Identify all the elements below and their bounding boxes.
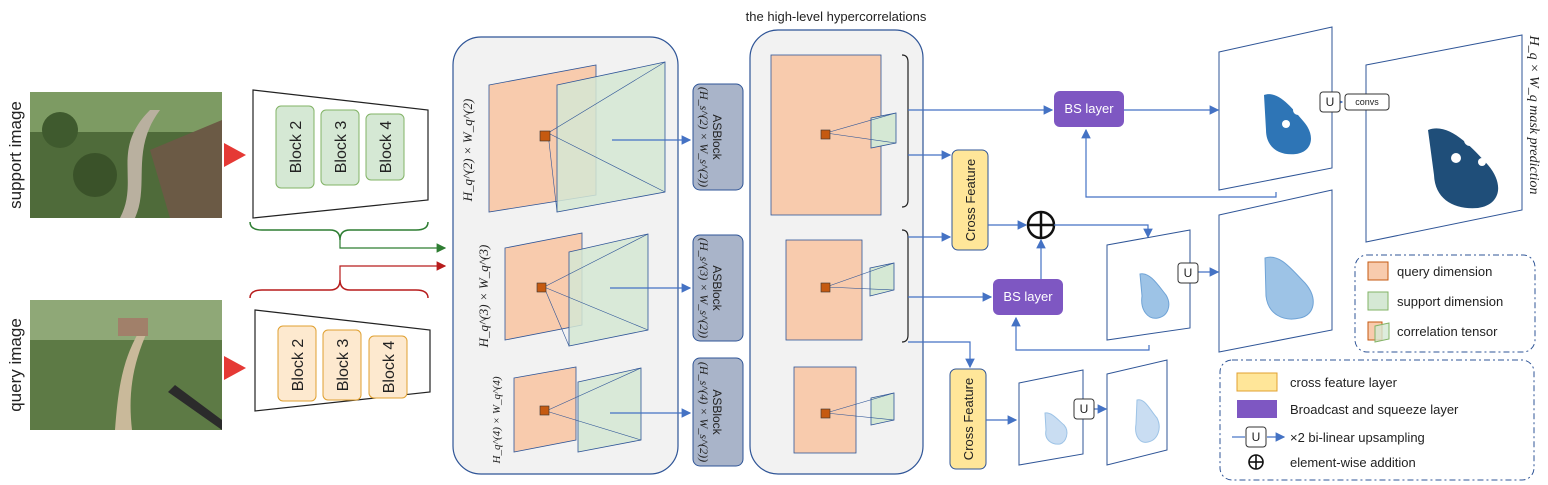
legend-correlation-item: correlation tensor (1367, 321, 1498, 343)
support-image (30, 92, 222, 218)
cross-feature-bottom[interactable]: Cross Feature (949, 368, 987, 470)
query-image (30, 300, 222, 430)
support-block-2: Block 2 (288, 121, 305, 174)
legend-top (1354, 254, 1536, 353)
support-image-label: support image (6, 101, 25, 209)
svg-text:Cross Feature: Cross Feature (961, 378, 976, 460)
legend-cross-feature-item: cross feature layer (1236, 372, 1398, 392)
dim-label-level-4: H_q^(4) × W_q^(4) (491, 376, 503, 464)
bracket-level-3 (901, 229, 909, 343)
svg-text:support dimension: support dimension (1397, 294, 1503, 309)
query-block-4: Block 4 (381, 341, 398, 394)
cross-feature-top[interactable]: Cross Feature (951, 149, 989, 251)
support-block-3: Block 3 (333, 121, 350, 174)
mask-panel-small (1018, 369, 1084, 466)
bs-layer-mid[interactable]: BS layer (993, 279, 1063, 315)
dim-label-level-2: H_q^(2) × W_q^(2) (460, 99, 475, 203)
svg-text:ASBlock: ASBlock (710, 114, 724, 160)
svg-text:ASBlock: ASBlock (710, 265, 724, 311)
svg-text:ASBlock: ASBlock (710, 389, 724, 435)
svg-text:cross feature layer: cross feature layer (1290, 375, 1398, 390)
upsample-icon-mid: U (1177, 262, 1199, 284)
mask-panel-level3 (1218, 189, 1333, 353)
svg-text:U: U (1184, 266, 1193, 280)
legend-bs-item: Broadcast and squeeze layer (1237, 400, 1459, 418)
query-block-2: Block 2 (290, 339, 307, 392)
upsample-icon-top: U (1319, 91, 1341, 113)
corr-tensor-level-3 (504, 232, 649, 347)
svg-text:(H_s^(3) × W_s^(2)): (H_s^(3) × W_s^(2)) (697, 238, 711, 338)
query-block-3: Block 3 (335, 339, 352, 392)
svg-text:U: U (1326, 95, 1335, 109)
legend-support-item: support dimension (1367, 291, 1503, 311)
mask-panel-level2 (1218, 26, 1333, 191)
upsample-icon-bottom: U (1073, 398, 1095, 420)
asblock-level-4: ASBlock (H_s^(4) × W_s^(2)) (692, 357, 744, 467)
svg-text:BS layer: BS layer (1003, 289, 1053, 304)
bs-layer-top[interactable]: BS layer (1054, 91, 1124, 127)
asblock-level-2: ASBlock (H_s^(2) × W_s^(2)) (692, 83, 744, 191)
legend-bottom (1219, 359, 1535, 481)
output-label: H_q × W_q mask prediction (1526, 34, 1541, 194)
query-brace (249, 279, 429, 299)
legend-query-item: query dimension (1367, 261, 1492, 281)
mask-panel-level3-small (1106, 229, 1191, 341)
svg-text:element-wise addition: element-wise addition (1290, 455, 1416, 470)
svg-text:U: U (1080, 402, 1089, 416)
svg-text:×2 bi-linear upsampling: ×2 bi-linear upsampling (1290, 430, 1425, 445)
svg-text:correlation tensor: correlation tensor (1397, 324, 1498, 339)
corr-tensor-level-2 (488, 61, 666, 213)
corr-tensor-level-4 (513, 366, 642, 453)
mask-output-panel (1365, 34, 1523, 243)
query-arrow-icon (224, 356, 246, 380)
svg-text:Cross Feature: Cross Feature (963, 159, 978, 241)
hypercorr-level-4 (793, 366, 895, 454)
query-blocks: Block 2 Block 3 Block 4 (277, 325, 408, 402)
support-arrow-icon (224, 143, 246, 167)
diagram-title: the high-level hypercorrelations (746, 9, 927, 24)
svg-text:U: U (1252, 430, 1261, 444)
mask-panel-mid (1106, 359, 1168, 466)
svg-text:(H_s^(4) × W_s^(2)): (H_s^(4) × W_s^(2)) (697, 362, 711, 462)
svg-text:(H_s^(2) × W_s^(2)): (H_s^(2) × W_s^(2)) (697, 87, 711, 187)
dim-label-level-3: H_q^(3) × W_q^(3) (476, 245, 491, 349)
svg-text:Broadcast and squeeze layer: Broadcast and squeeze layer (1290, 402, 1459, 417)
legend-upsample-item: U ×2 bi-linear upsampling (1232, 426, 1425, 448)
asblock-level-3: ASBlock (H_s^(3) × W_s^(2)) (692, 234, 744, 342)
svg-text:BS layer: BS layer (1064, 101, 1114, 116)
support-to-corr-arrow (339, 240, 447, 253)
support-block-4: Block 4 (378, 121, 395, 174)
bracket-level-2 (901, 54, 909, 208)
support-brace (249, 221, 429, 241)
query-to-corr-arrow (339, 261, 447, 280)
hypercorr-level-2 (770, 54, 897, 216)
svg-text:convs: convs (1355, 97, 1379, 107)
convs-box: convs (1344, 93, 1390, 111)
hypercorr-level-3 (785, 239, 895, 341)
support-blocks: Block 2 Block 3 Block 4 (275, 105, 405, 189)
addition-icon (1026, 210, 1056, 240)
query-image-label: query image (6, 318, 25, 412)
legend-addition-item: element-wise addition (1248, 454, 1416, 470)
svg-text:query dimension: query dimension (1397, 264, 1492, 279)
